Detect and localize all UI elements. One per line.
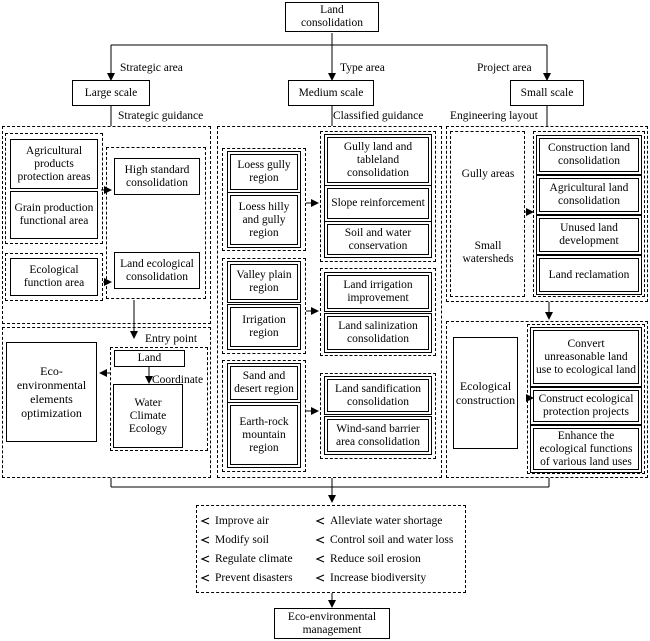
strategic-bottom-panel bbox=[2, 327, 211, 478]
earth-rock-mountain-region-node: Earth-rock mountain region bbox=[227, 402, 301, 468]
benefit-item: Control soil and water loss bbox=[330, 534, 454, 546]
valley-measures-group bbox=[320, 268, 436, 356]
benefits-panel bbox=[196, 505, 466, 593]
loess-gully-region-node: Loess gully region bbox=[227, 151, 301, 193]
branch-label-type: Type area bbox=[340, 62, 385, 74]
sandification-consolidation-node: Land sandification consolidation bbox=[324, 376, 432, 415]
loess-measures-group bbox=[320, 131, 436, 262]
construction-land-consolidation-node: Construction land consolidation bbox=[536, 135, 642, 175]
ecological-function-area-node: Ecological function area bbox=[10, 258, 98, 296]
gully-tableland-consolidation-node: Gully land and tableland consolidation bbox=[324, 134, 432, 186]
areas-group bbox=[450, 131, 525, 297]
benefit-item: Improve air bbox=[215, 515, 269, 527]
guidance-label-classified: Classified guidance bbox=[333, 110, 424, 122]
agricultural-protection-areas-node: Agricultural products protection areas bbox=[10, 139, 98, 189]
strategic-top-panel bbox=[2, 126, 211, 324]
benefit-item: Reduce soil erosion bbox=[330, 553, 421, 565]
entry-point-label: Entry point bbox=[145, 333, 198, 345]
engineering-top-panel bbox=[446, 126, 648, 302]
ecological-protection-projects-node: Construct ecological protection projects bbox=[530, 387, 642, 425]
ecological-area-group bbox=[5, 253, 103, 301]
project-types-group bbox=[533, 131, 645, 297]
loess-region-group bbox=[222, 148, 306, 251]
high-standard-consolidation-node: High standard consolidation bbox=[114, 158, 200, 195]
sand-region-group bbox=[222, 360, 306, 472]
irrigation-region-node: Irrigation region bbox=[227, 304, 301, 350]
benefit-item: Prevent disasters bbox=[215, 572, 293, 584]
loess-hilly-gully-region-node: Loess hilly and gully region bbox=[227, 192, 301, 248]
branch-label-strategic: Strategic area bbox=[120, 62, 183, 74]
sand-measures-group bbox=[320, 373, 436, 459]
irrigation-improvement-node: Land irrigation improvement bbox=[324, 272, 432, 312]
ecological-construction-node: Ecological construction bbox=[453, 337, 518, 449]
small-watersheds-node: Small watersheds bbox=[456, 214, 520, 292]
grain-production-area-node: Grain production functional area bbox=[10, 191, 98, 239]
soil-water-conservation-node: Soil and water conservation bbox=[324, 221, 432, 258]
wind-sand-barrier-node: Wind-sand barrier area consolidation bbox=[324, 416, 432, 455]
enhance-ecological-functions-node: Enhance the ecological functions of vari… bbox=[530, 425, 642, 473]
benefit-item: Increase biodiversity bbox=[330, 572, 427, 584]
salinization-consolidation-node: Land salinization consolidation bbox=[324, 313, 432, 353]
protection-areas-group bbox=[5, 133, 103, 244]
valley-region-group bbox=[222, 258, 306, 354]
large-scale-node: Large scale bbox=[72, 80, 150, 106]
branch-label-project: Project area bbox=[477, 62, 532, 74]
valley-plain-region-node: Valley plain region bbox=[227, 261, 301, 303]
water-climate-ecology-node: Water Climate Ecology bbox=[113, 384, 183, 448]
convert-land-use-node: Convert unreasonable land use to ecologi… bbox=[530, 327, 642, 387]
eco-elements-optimization-node: Eco-environmental elements optimization bbox=[6, 342, 97, 442]
sand-desert-region-node: Sand and desert region bbox=[227, 363, 301, 403]
gully-areas-node: Gully areas bbox=[456, 137, 520, 211]
agricultural-land-consolidation-node: Agricultural land consolidation bbox=[536, 175, 642, 215]
guidance-label-engineering: Engineering layout bbox=[450, 110, 538, 122]
land-reclamation-node: Land reclamation bbox=[536, 255, 642, 295]
medium-scale-node: Medium scale bbox=[288, 80, 374, 106]
slope-reinforcement-node: Slope reinforcement bbox=[324, 185, 432, 222]
eco-environmental-management-node: Eco-environmental management bbox=[274, 608, 390, 639]
root-node: Land consolidation bbox=[285, 2, 379, 32]
benefit-item: Regulate climate bbox=[215, 553, 293, 565]
engineering-bottom-panel bbox=[446, 321, 648, 478]
small-scale-node: Small scale bbox=[510, 80, 584, 106]
classified-panel bbox=[217, 126, 442, 478]
land-node: Land bbox=[114, 350, 185, 367]
consolidation-group bbox=[106, 147, 206, 299]
coordinate-label: Coordinate bbox=[152, 374, 204, 386]
ecological-measures-group bbox=[527, 324, 645, 474]
guidance-label-strategic: Strategic guidance bbox=[118, 110, 204, 122]
land-ecological-consolidation-node: Land ecological consolidation bbox=[114, 252, 200, 289]
land-coordinate-group bbox=[110, 347, 208, 451]
benefit-item: Alleviate water shortage bbox=[330, 515, 443, 527]
unused-land-development-node: Unused land development bbox=[536, 215, 642, 255]
spacer bbox=[456, 134, 520, 136]
benefit-item: Modify soil bbox=[215, 534, 269, 546]
